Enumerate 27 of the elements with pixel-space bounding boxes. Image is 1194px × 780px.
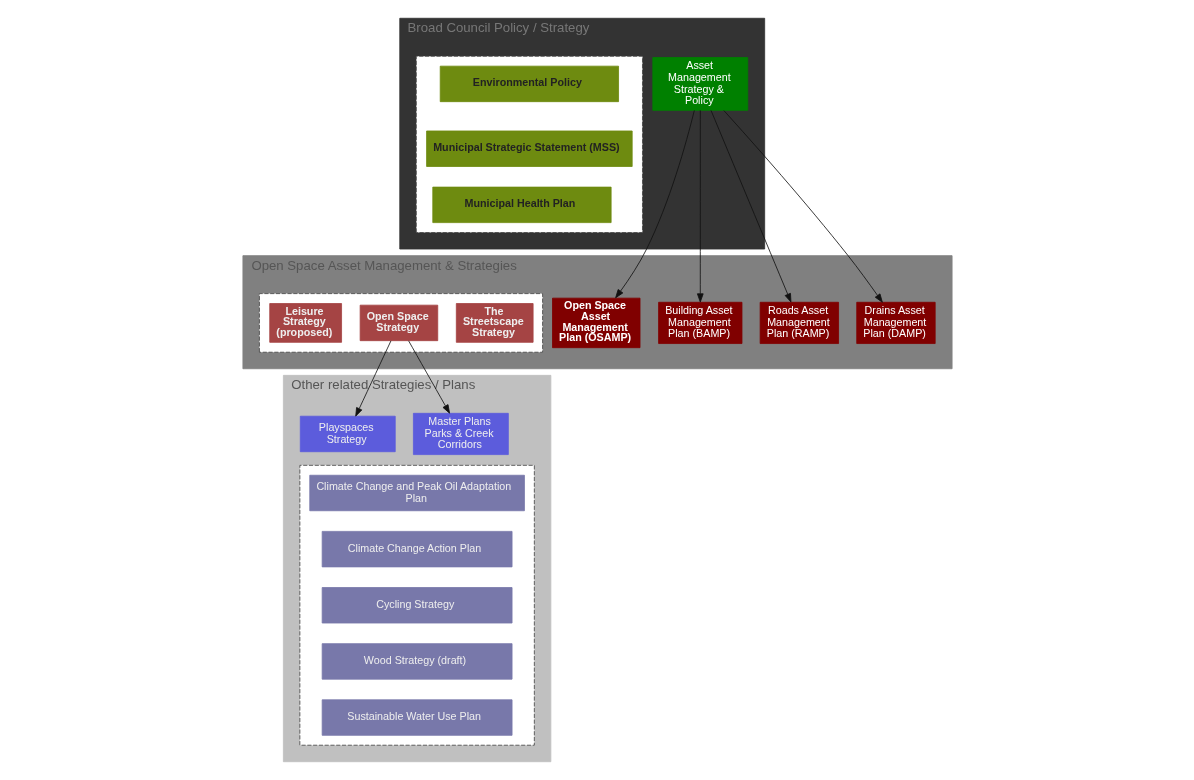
arrow — [407, 340, 450, 414]
node-box: Municipal Health Plan — [431, 186, 612, 224]
arrow — [614, 109, 695, 299]
node-box: Asset Management Strategy & Policy — [651, 57, 748, 111]
node-box: Playspaces Strategy — [299, 415, 396, 453]
node-box: Environmental Policy — [439, 65, 619, 103]
node-box: Cycling Strategy — [321, 587, 512, 624]
node-box: Sustainable Water Use Plan — [321, 699, 512, 736]
arrow — [722, 110, 883, 303]
arrow — [710, 109, 791, 303]
arrow — [354, 340, 391, 417]
node-box: Roads Asset Management Plan (RAMP) — [759, 301, 839, 344]
cluster — [258, 293, 543, 353]
node-box: Open Space Strategy — [359, 304, 438, 342]
cluster — [298, 464, 535, 746]
node-box: Climate Change Action Plan — [321, 530, 512, 568]
node-box: Master Plans Parks & Creek Corridors — [412, 412, 509, 455]
node-box: Drains Asset Management Plan (DAMP) — [855, 301, 936, 344]
node-box: Building Asset Management Plan (BAMP) — [657, 301, 742, 344]
node-box: Municipal Strategic Statement (MSS) — [425, 130, 633, 167]
node-box: Climate Change and Peak Oil Adaptation Plan — [308, 474, 525, 512]
arrow — [696, 109, 704, 303]
node-box: The Streetscape Strategy — [455, 303, 533, 343]
cluster — [415, 55, 643, 233]
node-box: Leisure Strategy (proposed) — [268, 303, 342, 343]
node-box: Open Space Asset Management Plan (OSAMP) — [551, 297, 640, 349]
node-box: Wood Strategy (draft) — [321, 643, 512, 680]
